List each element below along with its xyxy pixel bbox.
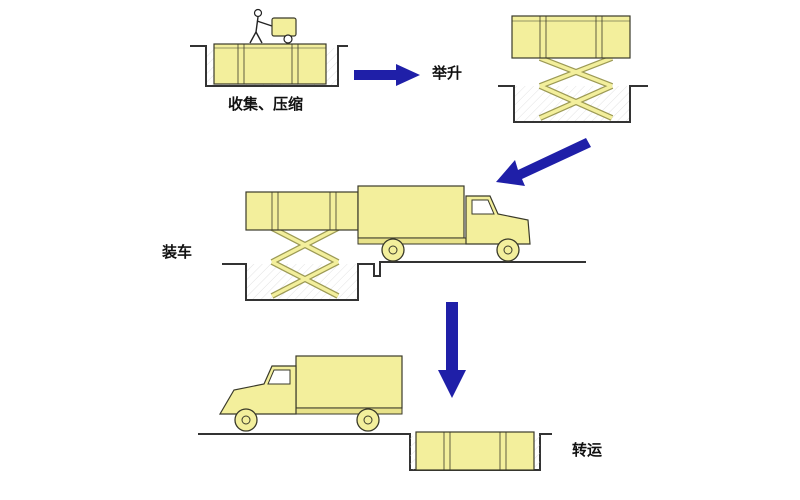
truck-wheel [496, 238, 520, 262]
pit-and-road-ground [222, 261, 586, 301]
step-label-collect: 收集、压缩 [228, 95, 304, 113]
empty-container-in-pit [415, 431, 535, 471]
step-label-load: 装车 [162, 243, 193, 261]
compactor-container [213, 43, 327, 85]
step-collect-scene [190, 8, 348, 87]
scissor-lift-inner [539, 56, 613, 120]
truck-wheel [234, 408, 258, 432]
arrow-right-icon [354, 64, 420, 86]
step-load-scene [222, 185, 586, 301]
pit-ground [190, 45, 348, 87]
truck-wheel [356, 408, 380, 432]
step-lift-scene [498, 15, 648, 123]
truck-window [267, 369, 291, 385]
lifted-container [511, 15, 631, 59]
step-label-lift: 举升 [432, 64, 463, 82]
step-label-transport: 转运 [572, 441, 603, 459]
truck-cargo-box [357, 185, 465, 239]
container-being-loaded [245, 191, 359, 231]
truck-left-facing [218, 355, 403, 432]
step-transport-scene [198, 355, 552, 471]
truck-cargo-box [295, 355, 403, 409]
truck-window [471, 199, 495, 215]
arrow-down-left-icon [496, 138, 591, 186]
pit-ground [498, 85, 648, 123]
scissor-lift-inner [271, 226, 339, 298]
arrow-down-icon [438, 302, 466, 398]
truck-right-facing [357, 185, 531, 262]
truck-wheel [381, 238, 405, 262]
worker-with-cart [249, 8, 297, 44]
